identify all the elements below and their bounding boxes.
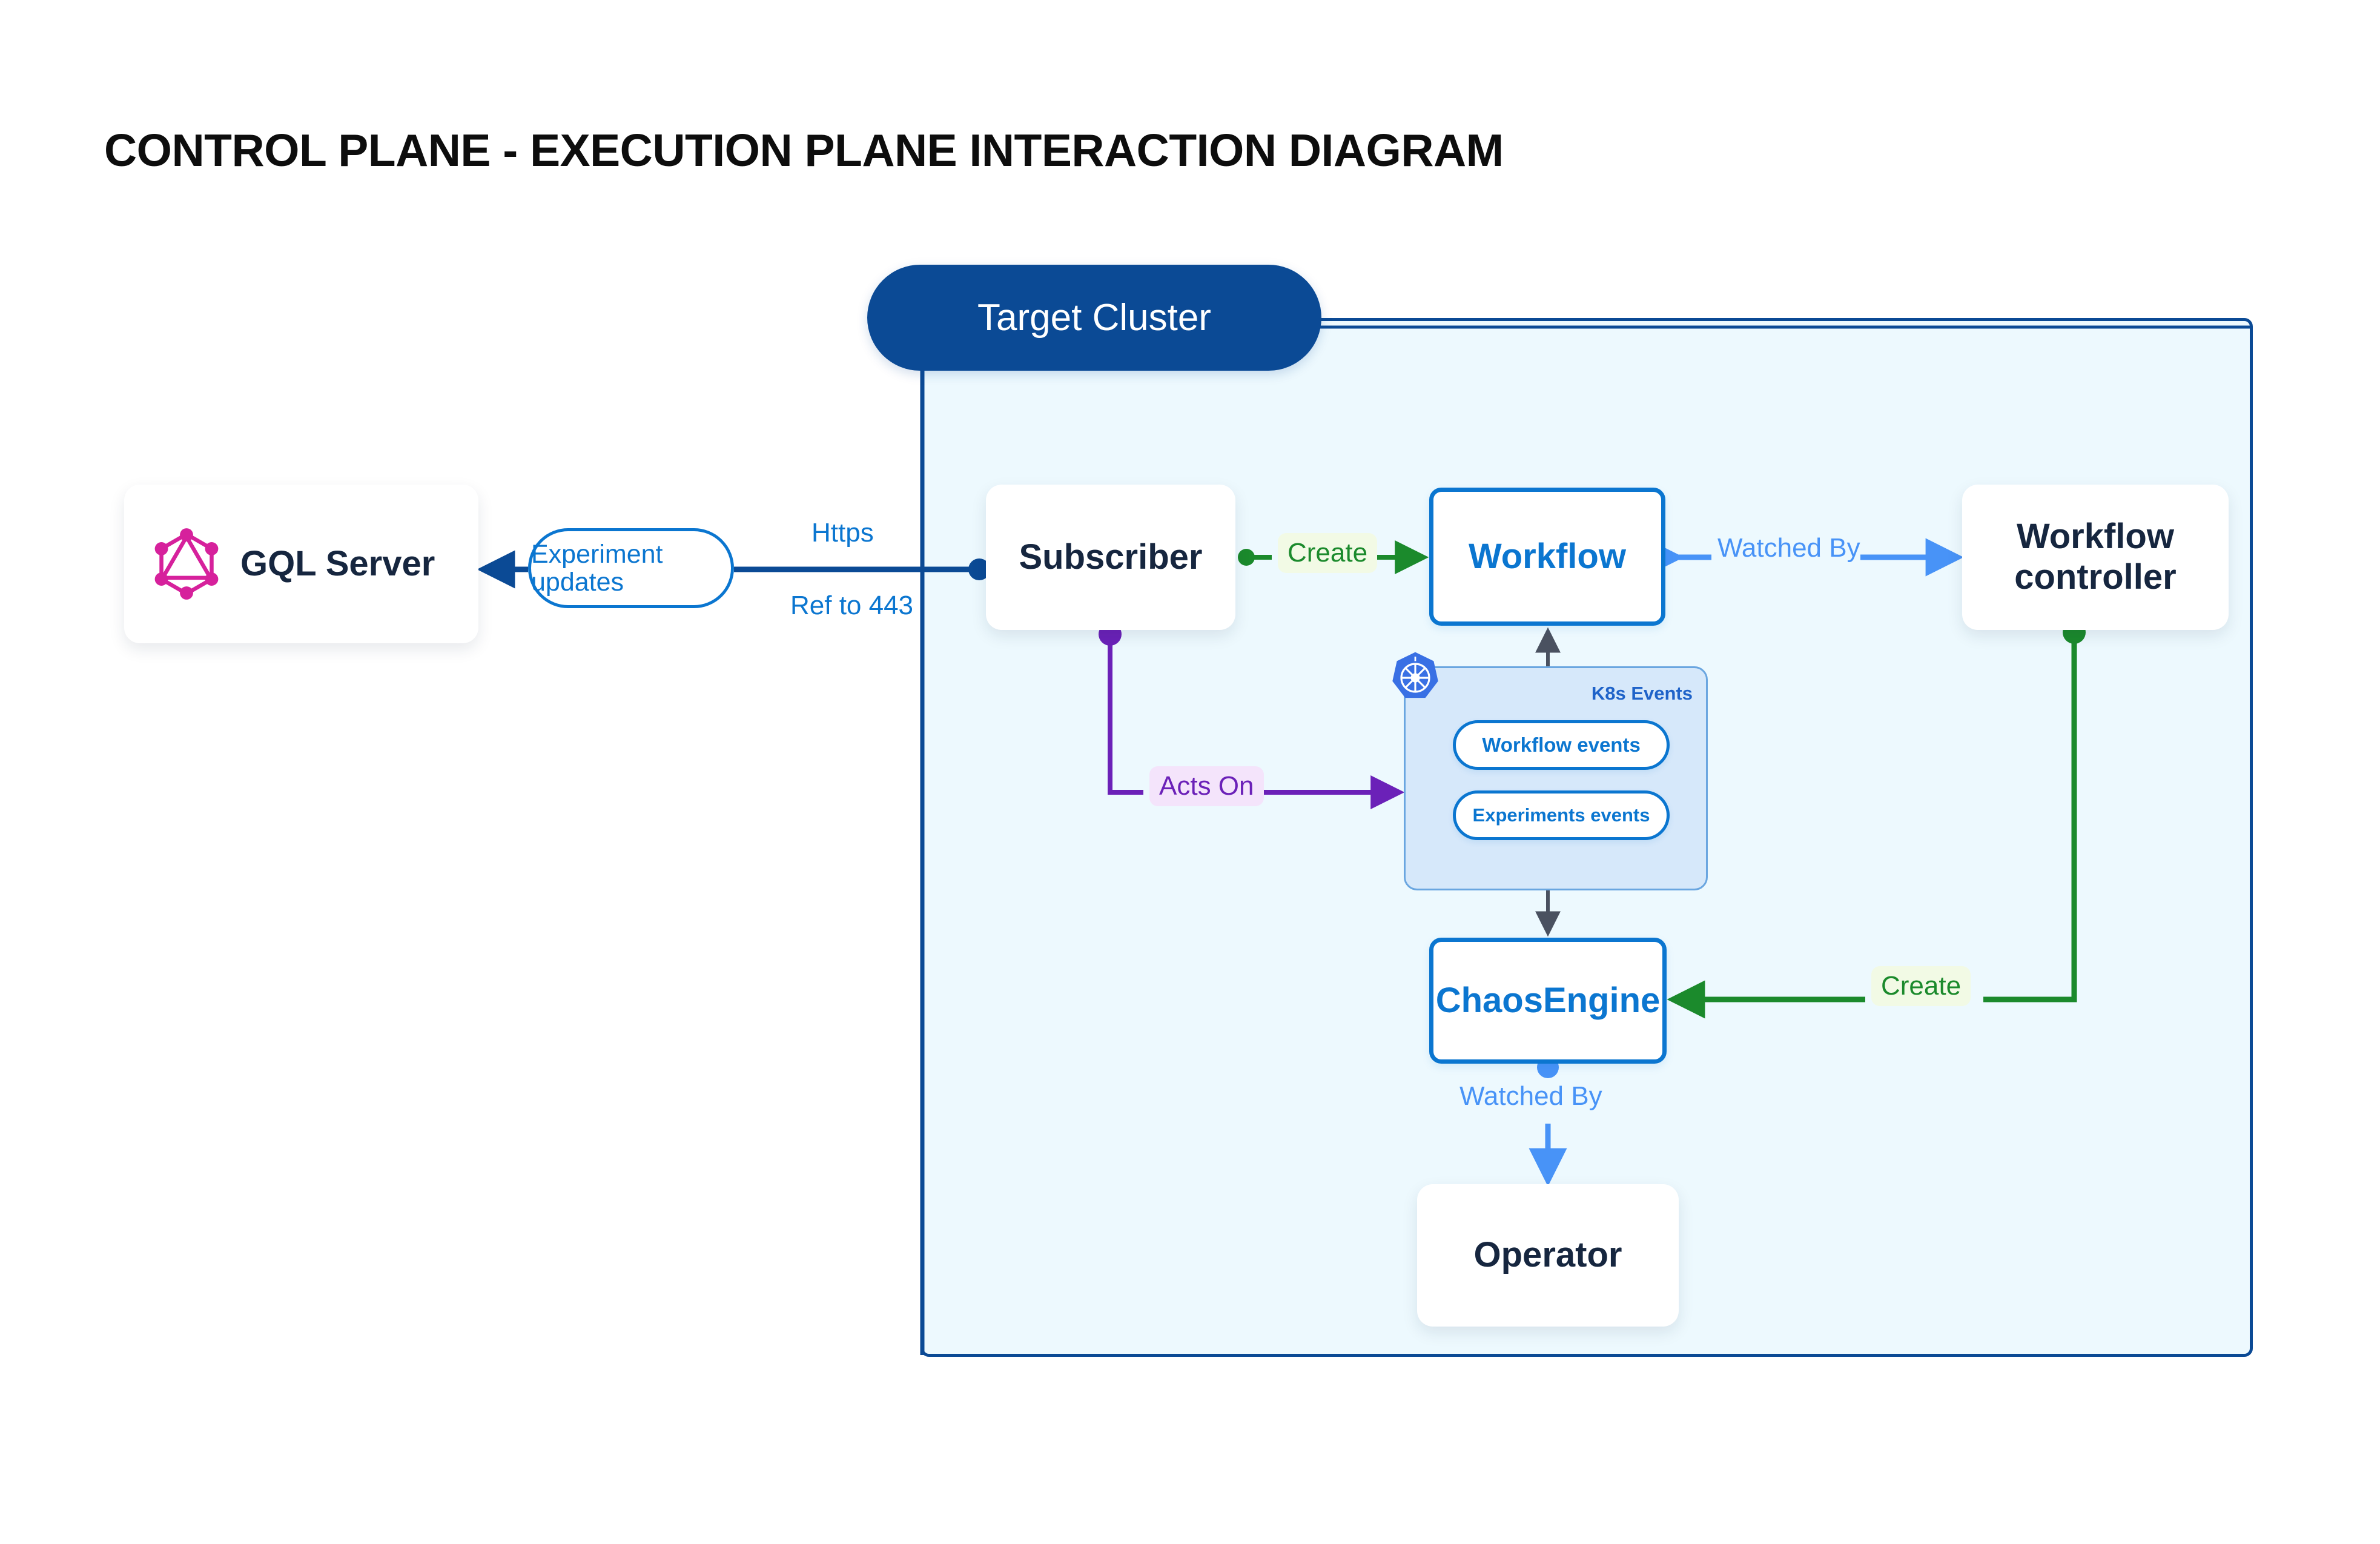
node-gql-server-label: GQL Server: [240, 543, 435, 583]
node-workflow[interactable]: Workflow: [1429, 488, 1665, 626]
edge-label-watched-by-workflow-controller: Watched By: [1717, 533, 1860, 563]
edge-label-create-subscriber-workflow: Create: [1278, 533, 1378, 573]
node-workflow-controller[interactable]: Workflow controller: [1962, 485, 2229, 630]
pill-experiments-events[interactable]: Experiments events: [1453, 790, 1670, 840]
edge-label-create-controller-chaosengine: Create: [1871, 966, 1971, 1006]
target-cluster-title: Target Cluster: [867, 265, 1321, 371]
node-chaos-engine[interactable]: ChaosEngine: [1429, 938, 1667, 1064]
graphql-icon: [153, 528, 220, 600]
edge-label-experiment-updates: Experiment updates: [528, 528, 734, 608]
pill-workflow-events[interactable]: Workflow events: [1453, 720, 1670, 770]
page-title: CONTROL PLANE - EXECUTION PLANE INTERACT…: [104, 125, 1504, 176]
edge-label-ref-to-443: Ref to 443: [790, 591, 914, 620]
node-subscriber[interactable]: Subscriber: [986, 485, 1235, 630]
k8s-events-group-title: K8s Events: [1591, 683, 1693, 704]
node-operator[interactable]: Operator: [1417, 1184, 1679, 1327]
node-gql-server[interactable]: GQL Server: [124, 485, 478, 643]
k8s-events-group: K8s Events Workflow events Experiments e…: [1392, 652, 1708, 890]
edge-label-experiment-updates-text: Experiment updates: [531, 539, 663, 597]
edge-label-https: Https: [812, 518, 874, 548]
kubernetes-icon: [1387, 650, 1443, 706]
edge-label-watched-by-operator: Watched By: [1459, 1081, 1602, 1111]
edge-label-acts-on: Acts On: [1149, 766, 1264, 806]
